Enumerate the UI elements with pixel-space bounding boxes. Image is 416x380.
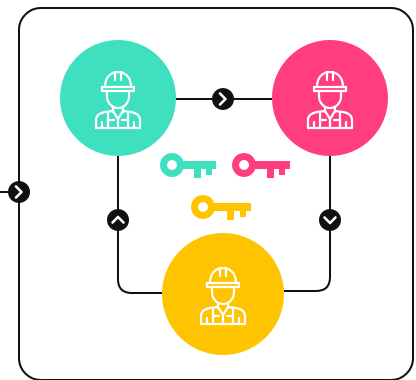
connector-yellow-teal [117, 151, 162, 294]
worker-node-pink[interactable] [272, 40, 388, 156]
key-icon-yellow [191, 195, 251, 220]
chevron-right-icon[interactable] [212, 88, 234, 110]
chevron-down-icon[interactable] [319, 209, 341, 231]
connector-pink-yellow [284, 150, 331, 292]
entry-chevron-right-icon[interactable] [0, 181, 30, 203]
key-icon-pink [232, 153, 290, 178]
key-icon-teal [160, 153, 216, 178]
worker-node-teal[interactable] [60, 40, 176, 156]
worker-node-yellow[interactable] [162, 233, 284, 355]
chevron-up-icon[interactable] [107, 209, 129, 231]
